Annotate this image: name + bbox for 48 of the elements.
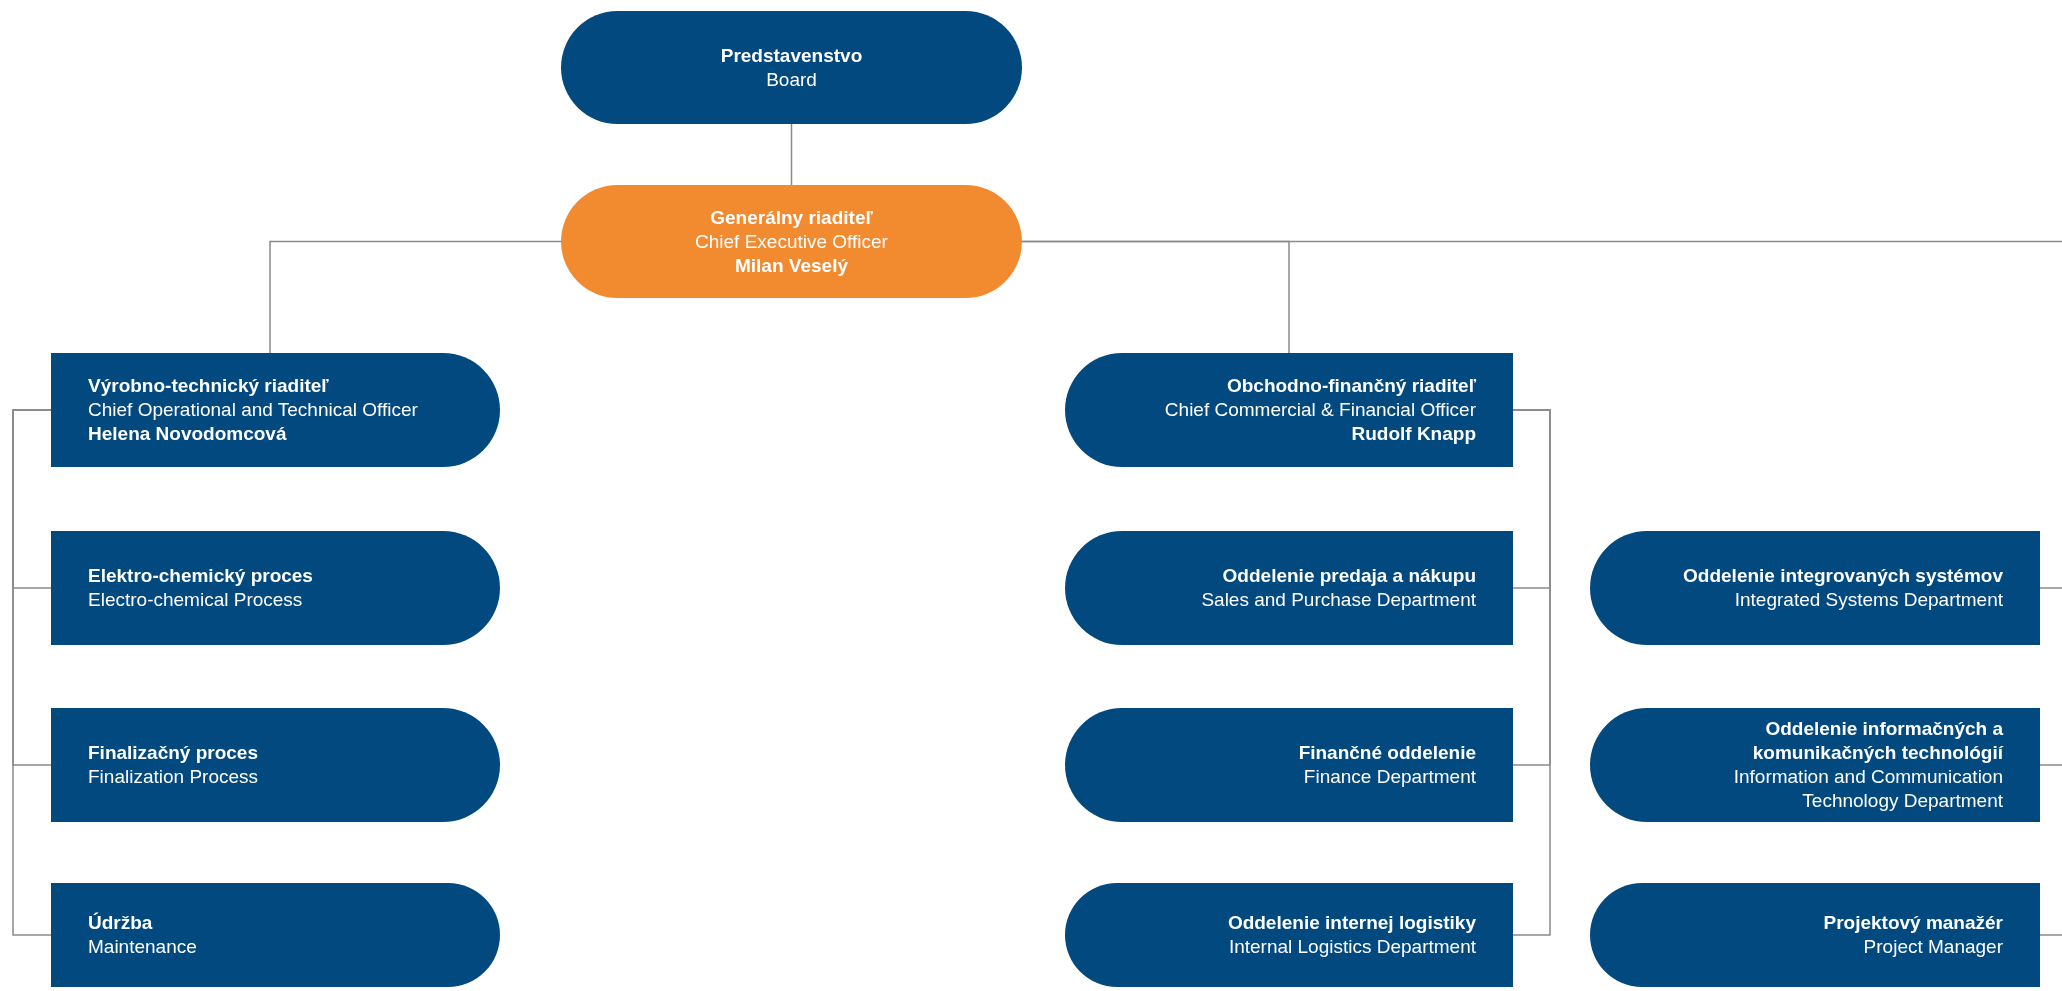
connector-line: [1021, 240, 2062, 243]
role-title: Oddelenie informačných a komunikačných technológií: [1751, 717, 2003, 765]
role-subtitle: Chief Executive Officer: [695, 229, 888, 254]
role-title: Elektro-chemický proces: [88, 564, 313, 588]
role-title: Údržba: [88, 911, 153, 935]
role-subtitle: Board: [766, 67, 817, 92]
person-name: Milan Veselý: [735, 253, 848, 278]
role-box: [51, 353, 500, 467]
role-title: Výrobno-technický riaditeľ: [88, 374, 329, 398]
connector-line: [12, 409, 52, 936]
role-title: Projektový manažér: [1823, 911, 2003, 935]
role-subtitle: Internal Logistics Department: [1228, 935, 1476, 959]
role-subtitle: Electro-chemical Process: [88, 588, 303, 612]
role-box: [1065, 883, 1513, 987]
role-title: Obchodno-finančný riaditeľ: [1226, 374, 1476, 398]
role-title: Oddelenie predaja a nákupu: [1222, 564, 1476, 588]
role-box: [51, 531, 500, 645]
role-subtitle: Maintenance: [88, 935, 197, 959]
connector-line: [2039, 587, 2062, 589]
role-subtitle: Chief Operational and Technical Officer: [88, 398, 418, 422]
role-title: Generálny riaditeľ: [710, 205, 873, 230]
role-box: [1590, 883, 2040, 987]
connector-line: [2039, 764, 2062, 766]
role-box: [51, 708, 500, 822]
role-title: Oddelenie integrovaných systémov: [1683, 564, 2003, 588]
person-name: Helena Novodomcová: [88, 422, 287, 446]
role-subtitle: Sales and Purchase Department: [1201, 588, 1476, 612]
role-box: [1590, 708, 2040, 822]
role-title: Finančné oddelenie: [1298, 741, 1476, 765]
role-title: Predstavenstvo: [720, 43, 863, 68]
role-box: [1065, 353, 1513, 467]
role-subtitle: Finance Department: [1303, 765, 1476, 789]
connector-line: [790, 123, 793, 186]
connector-line: [1512, 409, 1551, 936]
role-subtitle: Chief Commercial & Financial Officer: [1164, 398, 1476, 422]
role-subtitle: Project Manager: [1863, 935, 2003, 959]
connector-line: [2039, 934, 2062, 936]
person-name: Rudolf Knapp: [1351, 422, 1476, 446]
role-box: [1065, 708, 1513, 822]
role-box: [1065, 531, 1513, 645]
role-subtitle: Information and Communication Technology Department: [1732, 765, 2003, 813]
role-box: [51, 883, 500, 987]
role-title: Finalizačný proces: [88, 741, 258, 765]
role-box: [1590, 531, 2040, 645]
role-subtitle: Integrated Systems Department: [1734, 588, 2003, 612]
connector-line: [269, 240, 562, 354]
role-subtitle: Finalization Process: [88, 765, 259, 789]
role-title: Oddelenie internej logistiky: [1227, 911, 1476, 935]
